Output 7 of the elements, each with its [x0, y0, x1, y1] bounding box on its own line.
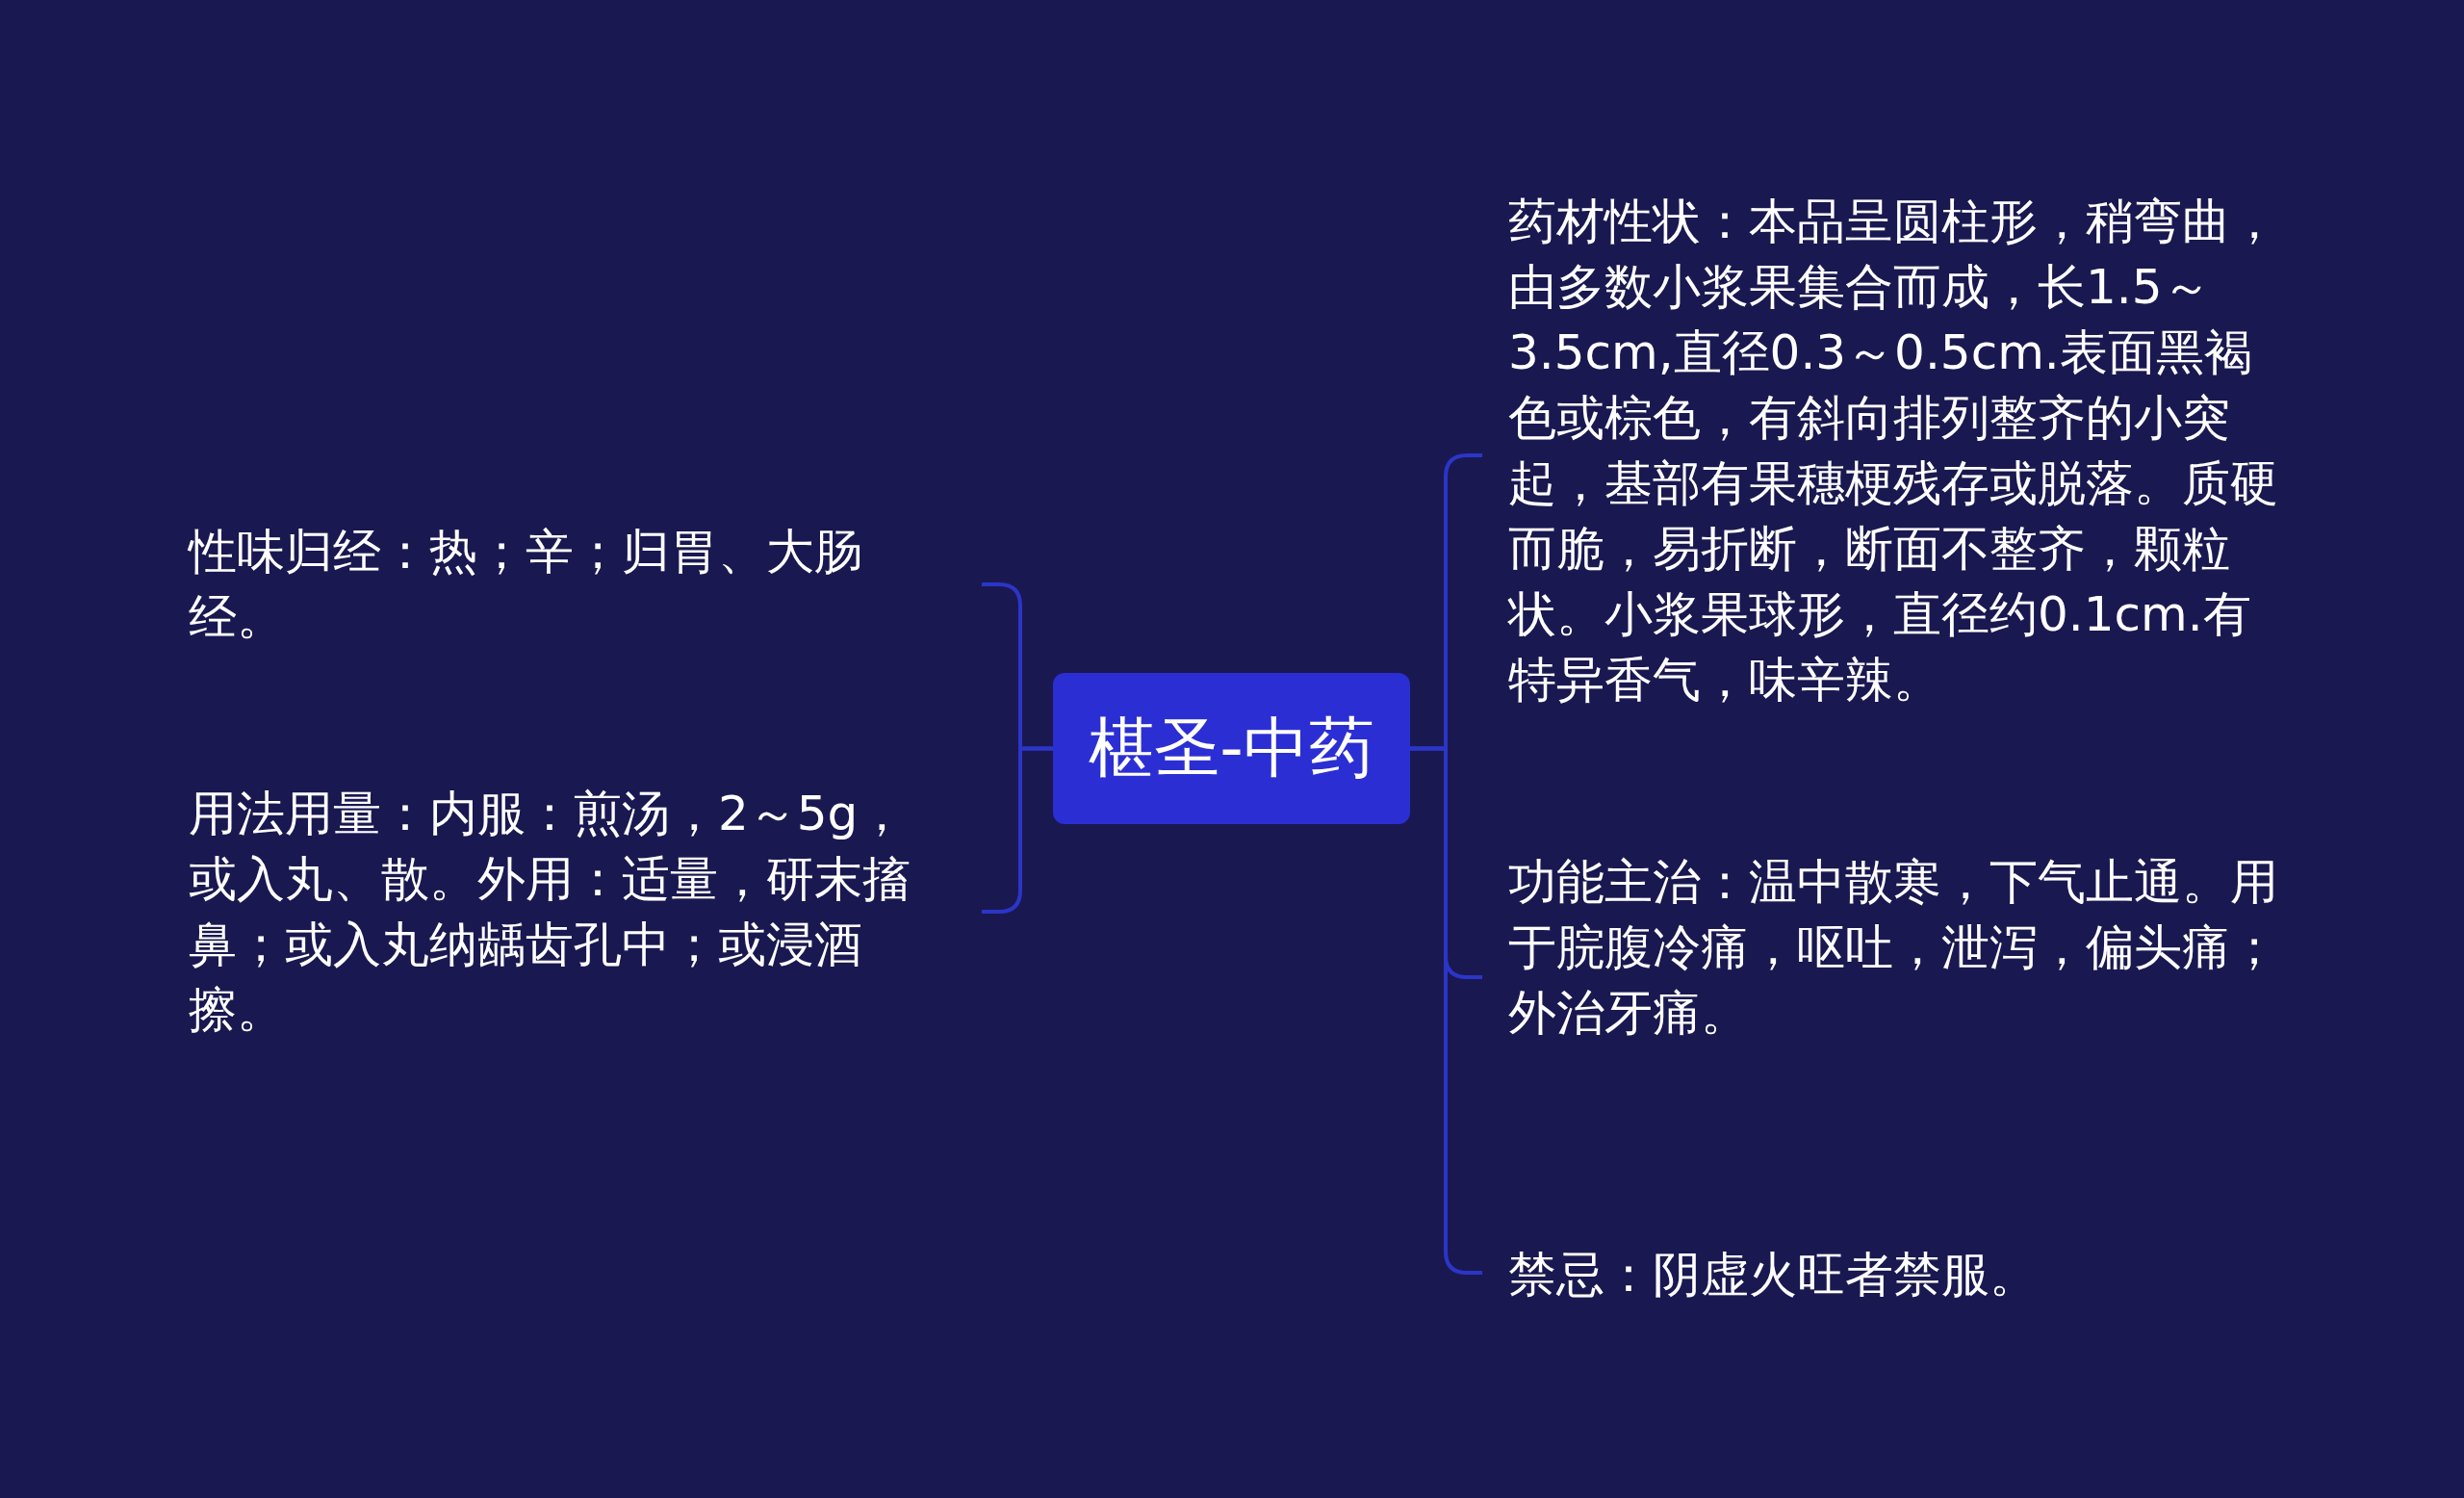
topic-text: 性味归经：热；辛；归胃、大肠经。 [189, 519, 982, 650]
topic-text: 药材性状：本品呈圆柱形，稍弯曲，由多数小浆果集合而成，长1.5～3.5cm,直径0.3～0.5cm.表面黑褐色或棕色，有斜向排列整齐的小突起，基部有果穗梗残存或脱落。质硬而脆，易折断，断面不整齐，颗粒状。小浆果球形，直径约0.1cm.有特异香气，味辛辣。 [1482, 189, 2281, 712]
topic-text: 禁忌：阴虚火旺者禁服。 [1482, 1242, 2281, 1307]
connector-line [982, 746, 1053, 914]
topic-text: 功能主治：温中散寒，下气止通。用于脘腹冷痛，呕吐，泄泻，偏头痛；外治牙痛。 [1482, 849, 2281, 1046]
topic-box: 椹圣-中药 [1053, 673, 1410, 824]
topic-text: 用法用量：内服：煎汤，2～5g，或入丸、散。外用：适量，研末搐鼻；或入丸纳龋齿孔中；或浸酒擦。 [189, 781, 982, 1043]
